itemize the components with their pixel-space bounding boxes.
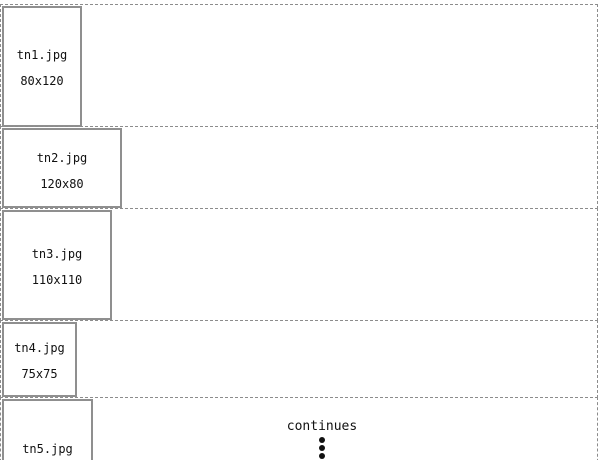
ellipsis-dot xyxy=(319,453,325,459)
thumbnail-size: 75x75 xyxy=(21,367,58,381)
thumbnail-tn1[interactable]: tn1.jpg 80x120 xyxy=(2,6,82,127)
ellipsis-dot xyxy=(319,437,325,443)
thumbnail-name: tn4.jpg xyxy=(14,341,65,355)
thumbnail-size: 80x120 xyxy=(20,74,64,88)
thumbnail-row-2: tn2.jpg 120x80 xyxy=(0,126,598,209)
vertical-ellipsis-icon xyxy=(318,437,326,459)
thumbnail-row-1: tn1.jpg 80x120 xyxy=(0,4,598,127)
thumbnail-size: 110x110 xyxy=(31,273,83,287)
thumbnail-row-3: tn3.jpg 110x110 xyxy=(0,208,598,321)
thumbnail-tn2[interactable]: tn2.jpg 120x80 xyxy=(2,128,122,208)
thumbnail-name: tn1.jpg xyxy=(16,48,68,62)
thumbnail-name: tn3.jpg xyxy=(31,247,83,261)
thumbnail-size: 120x80 xyxy=(40,177,84,191)
thumbnail-name: tn2.jpg xyxy=(36,151,88,165)
thumbnail-tn3[interactable]: tn3.jpg 110x110 xyxy=(2,210,112,320)
thumbnail-tn5[interactable]: tn5.jpg xyxy=(2,399,93,460)
continues-label: continues xyxy=(286,419,358,434)
thumbnail-tn4[interactable]: tn4.jpg 75x75 xyxy=(2,322,77,397)
ellipsis-dot xyxy=(319,445,325,451)
thumbnail-row-5: tn5.jpg xyxy=(0,397,598,460)
thumbnail-name: tn5.jpg xyxy=(22,442,73,456)
thumbnail-row-4: tn4.jpg 75x75 xyxy=(0,320,598,398)
